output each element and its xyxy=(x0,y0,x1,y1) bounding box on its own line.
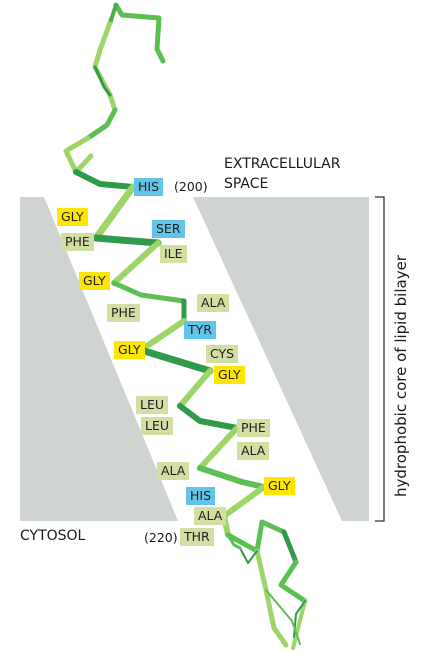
residue-leu: LEU xyxy=(141,417,174,435)
residue-ile: ILE xyxy=(160,245,187,263)
residue-his: HIS xyxy=(186,487,216,505)
residue-ser: SER xyxy=(152,220,185,238)
residue-gly: GLY xyxy=(57,208,88,226)
residue-ala: ALA xyxy=(157,462,190,480)
start-residue-number: (200) xyxy=(174,179,208,194)
residue-gly: GLY xyxy=(214,366,245,384)
membrane-right xyxy=(193,197,369,521)
peptide-backbone xyxy=(63,2,308,650)
bilayer-bracket xyxy=(375,196,385,522)
membrane-left xyxy=(20,197,178,521)
residue-gly: GLY xyxy=(264,477,295,495)
end-residue-number: (220) xyxy=(144,530,178,545)
residue-tyr: TYR xyxy=(184,321,216,339)
residue-thr-220: THR xyxy=(180,528,214,546)
residue-his-200: HIS xyxy=(134,178,164,196)
residue-cys: CYS xyxy=(206,345,239,363)
residue-phe: PHE xyxy=(107,304,140,322)
hydrophobic-core-label: hydrophobic core of lipid bilayer xyxy=(392,255,410,497)
residue-gly: GLY xyxy=(79,272,110,290)
cytosol-label: CYTOSOL xyxy=(20,528,86,544)
residue-ala: ALA xyxy=(197,294,230,312)
residue-phe: PHE xyxy=(237,419,270,437)
residue-phe: PHE xyxy=(61,233,94,251)
extracellular-label-line2: SPACE xyxy=(224,176,269,192)
residue-ala: ALA xyxy=(237,442,270,460)
residue-ala: ALA xyxy=(194,507,227,525)
residue-gly: GLY xyxy=(114,341,145,359)
residue-leu: LEU xyxy=(136,396,169,414)
extracellular-label-line1: EXTRACELLULAR xyxy=(224,156,341,172)
